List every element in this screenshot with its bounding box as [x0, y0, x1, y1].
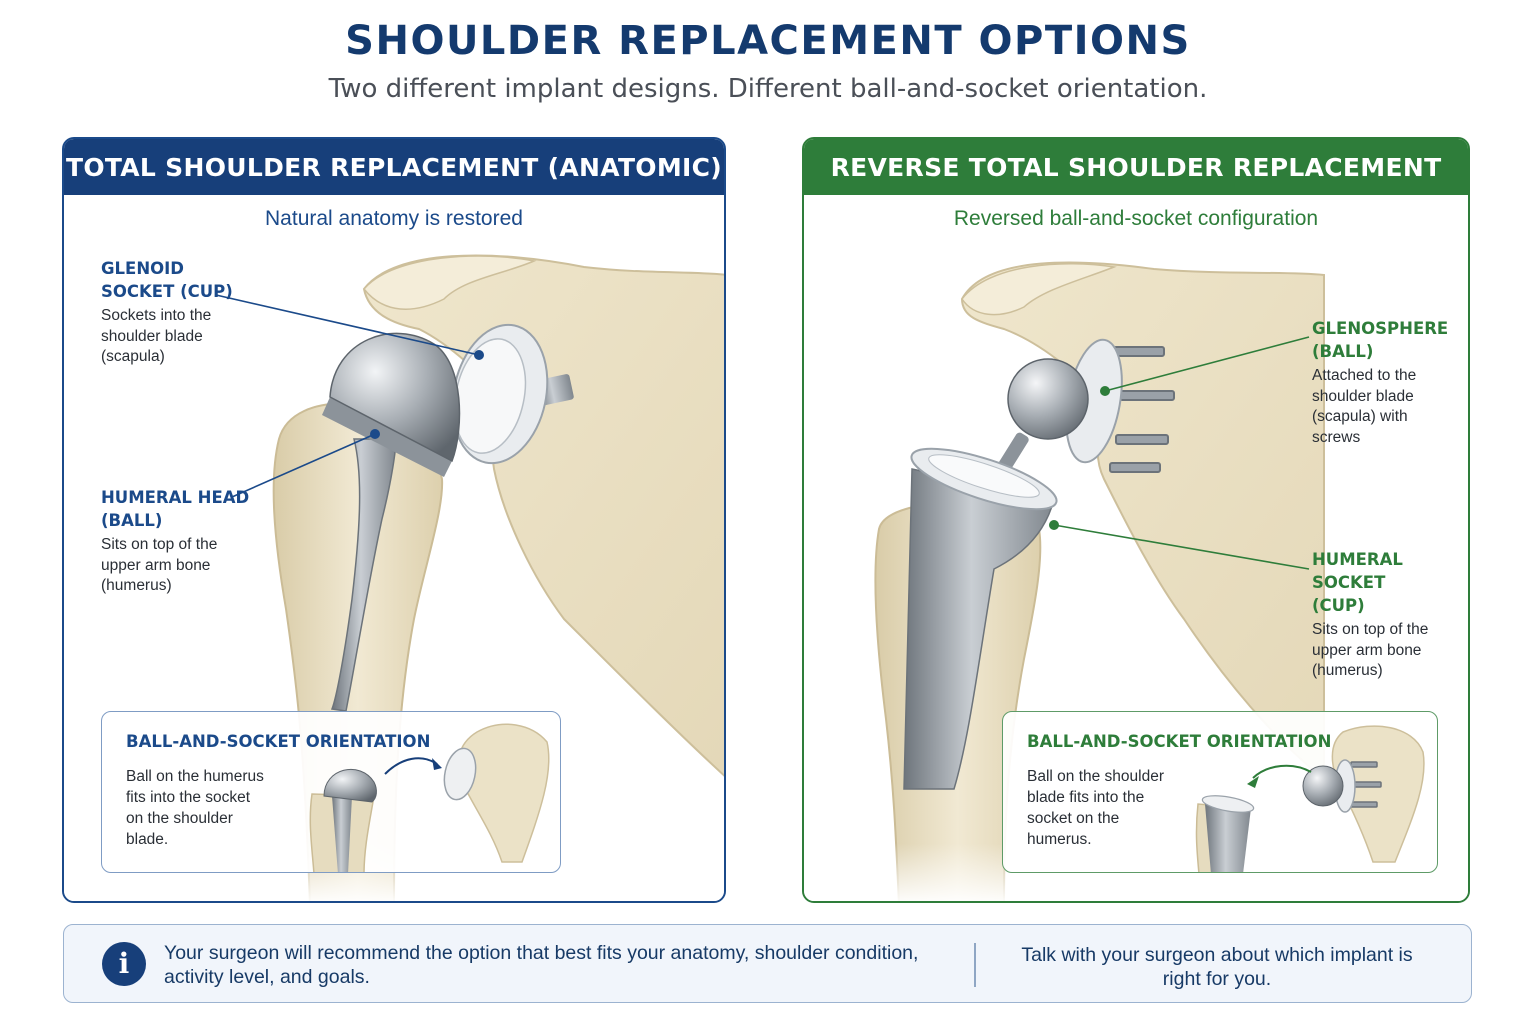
page-subtitle: Two different implant designs. Different…	[328, 74, 1208, 104]
reverse-header: REVERSE TOTAL SHOULDER REPLACEMENT	[804, 139, 1468, 195]
anatomic-panel: TOTAL SHOULDER REPLACEMENT (ANATOMIC) Na…	[62, 137, 726, 903]
info-icon: i	[102, 942, 146, 986]
reverse-subheader: Reversed ball-and-socket configuration	[953, 207, 1319, 230]
anatomic-orientation-title: BALL-AND-SOCKET ORIENTATION	[126, 732, 431, 751]
glenoid-socket-description: Sockets into the shoulder blade (scapula…	[101, 307, 212, 365]
anatomic-orientation-description: Ball on the humerus fits into the socket…	[126, 768, 264, 848]
humeral-socket-description: Sits on top of the upper arm bone (humer…	[1312, 621, 1429, 679]
reverse-orientation-box: BALL-AND-SOCKET ORIENTATION Ball on the …	[1002, 711, 1438, 873]
glenosphere-title: GLENOSPHERE (BALL)	[1312, 319, 1449, 361]
footer-divider	[974, 943, 976, 987]
glenoid-socket-title: GLENOID SOCKET (CUP)	[101, 259, 233, 301]
glenosphere-callout: GLENOSPHERE (BALL) Attached to the shoul…	[1312, 317, 1462, 448]
reverse-orientation-description: Ball on the shoulder blade fits into the…	[1027, 768, 1165, 848]
humeral-head-title: HUMERAL HEAD (BALL)	[101, 488, 250, 530]
humeral-head-description: Sits on top of the upper arm bone (humer…	[101, 536, 218, 594]
anatomic-header: TOTAL SHOULDER REPLACEMENT (ANATOMIC)	[64, 139, 724, 195]
humeral-socket-title: HUMERAL SOCKET (CUP)	[1312, 550, 1403, 615]
info-footer: i Your surgeon will recommend the option…	[63, 924, 1472, 1003]
glenoid-socket-callout: GLENOID SOCKET (CUP) Sockets into the sh…	[101, 257, 291, 368]
anatomic-subheader: Natural anatomy is restored	[265, 207, 523, 230]
footer-recommendation-text: Your surgeon will recommend the option t…	[164, 942, 919, 988]
humeral-head-callout: HUMERAL HEAD (BALL) Sits on top of the u…	[101, 486, 291, 597]
anatomic-orientation-box: BALL-AND-SOCKET ORIENTATION Ball on the …	[101, 711, 561, 873]
reverse-panel: REVERSE TOTAL SHOULDER REPLACEMENT Rever…	[802, 137, 1470, 903]
reverse-orientation-title: BALL-AND-SOCKET ORIENTATION	[1027, 732, 1332, 751]
reverse-orientation-illustration	[1195, 725, 1425, 872]
glenosphere-description: Attached to the shoulder blade (scapula)…	[1312, 367, 1417, 446]
humeral-socket-callout: HUMERAL SOCKET (CUP) Sits on top of the …	[1312, 548, 1467, 682]
footer-note: Talk with your surgeon about which impla…	[1021, 944, 1413, 990]
anatomic-orientation-illustration	[309, 723, 550, 872]
page-title: SHOULDER REPLACEMENT OPTIONS	[345, 18, 1191, 64]
